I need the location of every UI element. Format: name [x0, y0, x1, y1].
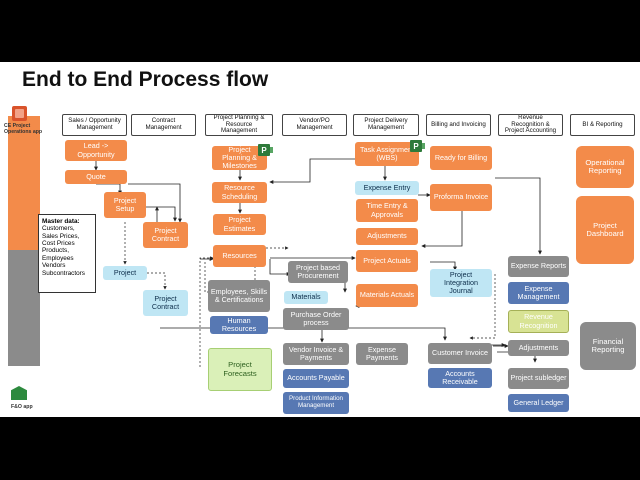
project-fo-box: Project — [103, 266, 147, 280]
master-data-item: Products, — [42, 247, 69, 255]
expense-management-box: Expense Management — [508, 282, 569, 304]
header-sales: Sales / Opportunity Management — [62, 114, 127, 136]
operational-reporting-box: Operational Reporting — [576, 146, 634, 188]
proforma-invoice-box: Proforma Invoice — [430, 184, 492, 211]
ce-project-operations-logo — [12, 106, 27, 121]
header-revenue: Revenue Recognition & Project Accounting — [498, 114, 563, 136]
project-subledger-box: Project subledger — [508, 368, 569, 389]
product-info-box: Product Information Management — [283, 392, 349, 414]
expense-reports-box: Expense Reports — [508, 256, 569, 277]
project-actuals-box: Project Actuals — [356, 250, 418, 272]
general-ledger-box: General Ledger — [508, 394, 569, 412]
integration-journal-box: Project Integration Journal — [430, 269, 492, 297]
app-swimlane-bar — [8, 116, 40, 414]
resources-box: Resources — [213, 245, 266, 267]
fo-app-logo — [11, 386, 27, 400]
ce-app-lane — [8, 116, 40, 250]
materials-actuals-box: Materials Actuals — [356, 284, 418, 307]
time-entry-box: Time Entry & Approvals — [356, 199, 418, 222]
header-bi: BI & Reporting — [570, 114, 635, 136]
expense-payments-box: Expense Payments — [356, 343, 408, 365]
project-contract-ce-box: Project Contract — [143, 222, 188, 248]
ce-app-label: CE Project Operations app — [4, 123, 43, 135]
materials-box: Materials — [284, 291, 328, 304]
fo-app-lane — [8, 250, 40, 366]
accounts-payable-box: Accounts Payable — [283, 369, 349, 388]
purchase-order-box: Purchase Order process — [283, 308, 349, 330]
master-data-item: Vendors — [42, 262, 66, 270]
header-delivery: Project Delivery Management — [353, 114, 419, 136]
ready-billing-box: Ready for Billing — [430, 146, 492, 170]
header-vendor: Vendor/PO Management — [282, 114, 347, 136]
project-forecasts-box: Project Forecasts — [208, 348, 272, 391]
master-data-item: Customers, — [42, 225, 75, 233]
master-data-item: Cost Prices — [42, 240, 75, 248]
vendor-invoice-box: Vendor Invoice & Payments — [283, 343, 349, 365]
customer-invoice-box: Customer Invoice — [428, 343, 492, 364]
lead-opportunity-box: Lead -> Opportunity — [65, 140, 127, 161]
project-setup-box: Project Setup — [104, 192, 146, 218]
master-data-item: Sales Prices, — [42, 232, 80, 240]
fo-app-label: F&O app — [11, 404, 33, 410]
task-assignment-box: Task Assignment (WBS) — [355, 142, 419, 166]
project-contract-fo-box: Project Contract — [143, 290, 188, 316]
master-data-item: Subcontractors — [42, 269, 85, 277]
quote-box: Quote — [65, 170, 127, 184]
accounts-receivable-box: Accounts Receivable — [428, 368, 492, 388]
slide: End to End Process flow — [0, 62, 640, 417]
header-billing: Billing and Invoicing — [426, 114, 491, 136]
planning-milestones-box: Project Planning & Milestones — [212, 146, 267, 170]
revenue-recognition-box: Revenue Recognition — [508, 310, 569, 333]
ms-project-icon: P — [410, 140, 425, 152]
header-contract: Contract Management — [131, 114, 196, 136]
master-data-item: Employees — [42, 254, 74, 262]
adjustments-fo-box: Adjustments — [508, 340, 569, 356]
header-planning: Project Planning & Resource Management — [205, 114, 273, 136]
project-dashboard-box: Project Dashboard — [576, 196, 634, 264]
employees-skills-box: Employees, Skills & Certifications — [208, 280, 270, 312]
project-estimates-box: Project Estimates — [213, 214, 266, 235]
expense-entry-box: Expense Entry — [355, 181, 419, 195]
adjustments-ce-box: Adjustments — [356, 228, 418, 245]
human-resources-box: Human Resources — [210, 316, 268, 334]
ms-project-icon: P — [258, 144, 273, 156]
financial-reporting-box: Financial Reporting — [580, 322, 636, 370]
master-data-box: Master data: Customers, Sales Prices, Co… — [38, 214, 96, 293]
page-title: End to End Process flow — [22, 68, 269, 91]
project-procurement-box: Project based Procurement — [288, 261, 348, 283]
resource-scheduling-box: Resource Scheduling — [212, 182, 267, 203]
master-data-title: Master data: — [42, 218, 80, 225]
